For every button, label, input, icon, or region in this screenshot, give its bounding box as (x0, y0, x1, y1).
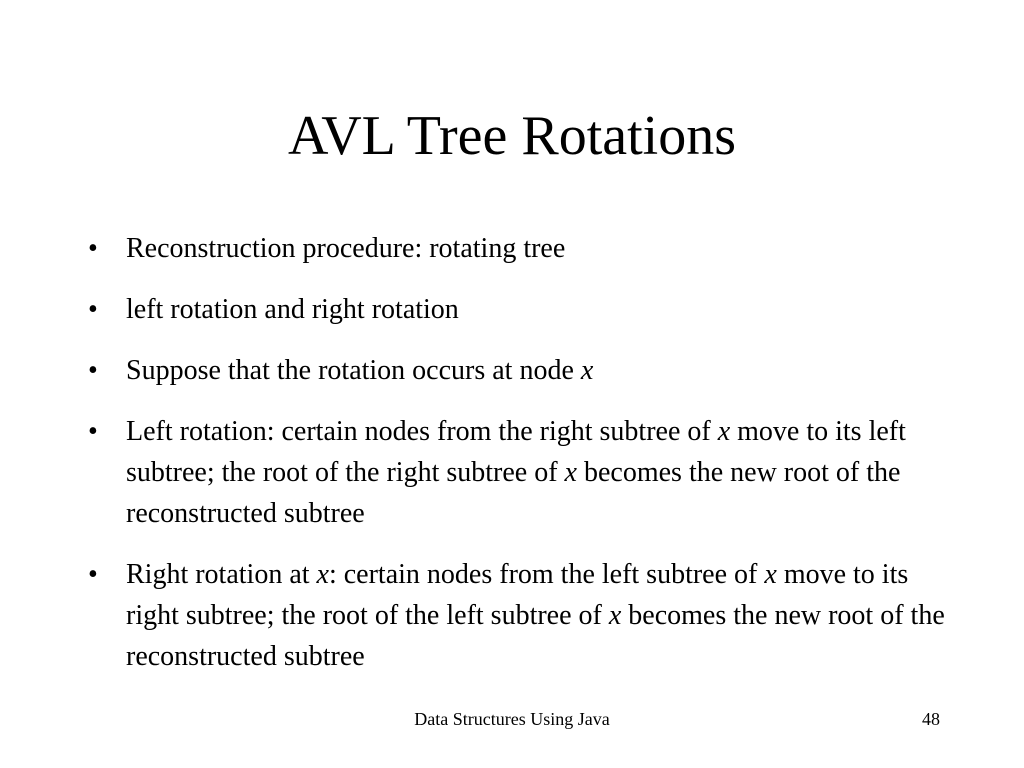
slide-title: AVL Tree Rotations (287, 105, 737, 167)
bullet-item: • Right rotation at x: certain nodes fro… (88, 554, 948, 677)
bullet-list: • Reconstruction procedure: rotating tre… (88, 228, 948, 697)
bullet-icon: • (88, 416, 98, 447)
footer-page-number: 48 (922, 709, 940, 729)
bullet-text: Right rotation at x: certain nodes from … (126, 559, 945, 672)
bullet-item: • Reconstruction procedure: rotating tre… (88, 228, 948, 269)
bullet-icon: • (88, 355, 98, 386)
bullet-icon: • (88, 233, 98, 264)
bullet-text: Suppose that the rotation occurs at node… (126, 355, 594, 386)
bullet-icon: • (88, 559, 98, 590)
bullet-text: left rotation and right rotation (126, 294, 459, 325)
footer-course-title: Data Structures Using Java (414, 709, 610, 729)
bullet-text: Reconstruction procedure: rotating tree (126, 233, 566, 264)
bullet-item: • Suppose that the rotation occurs at no… (88, 350, 948, 391)
bullet-text: Left rotation: certain nodes from the ri… (126, 416, 906, 529)
bullet-item: • left rotation and right rotation (88, 289, 948, 330)
bullet-item: • Left rotation: certain nodes from the … (88, 411, 948, 534)
bullet-icon: • (88, 294, 98, 325)
